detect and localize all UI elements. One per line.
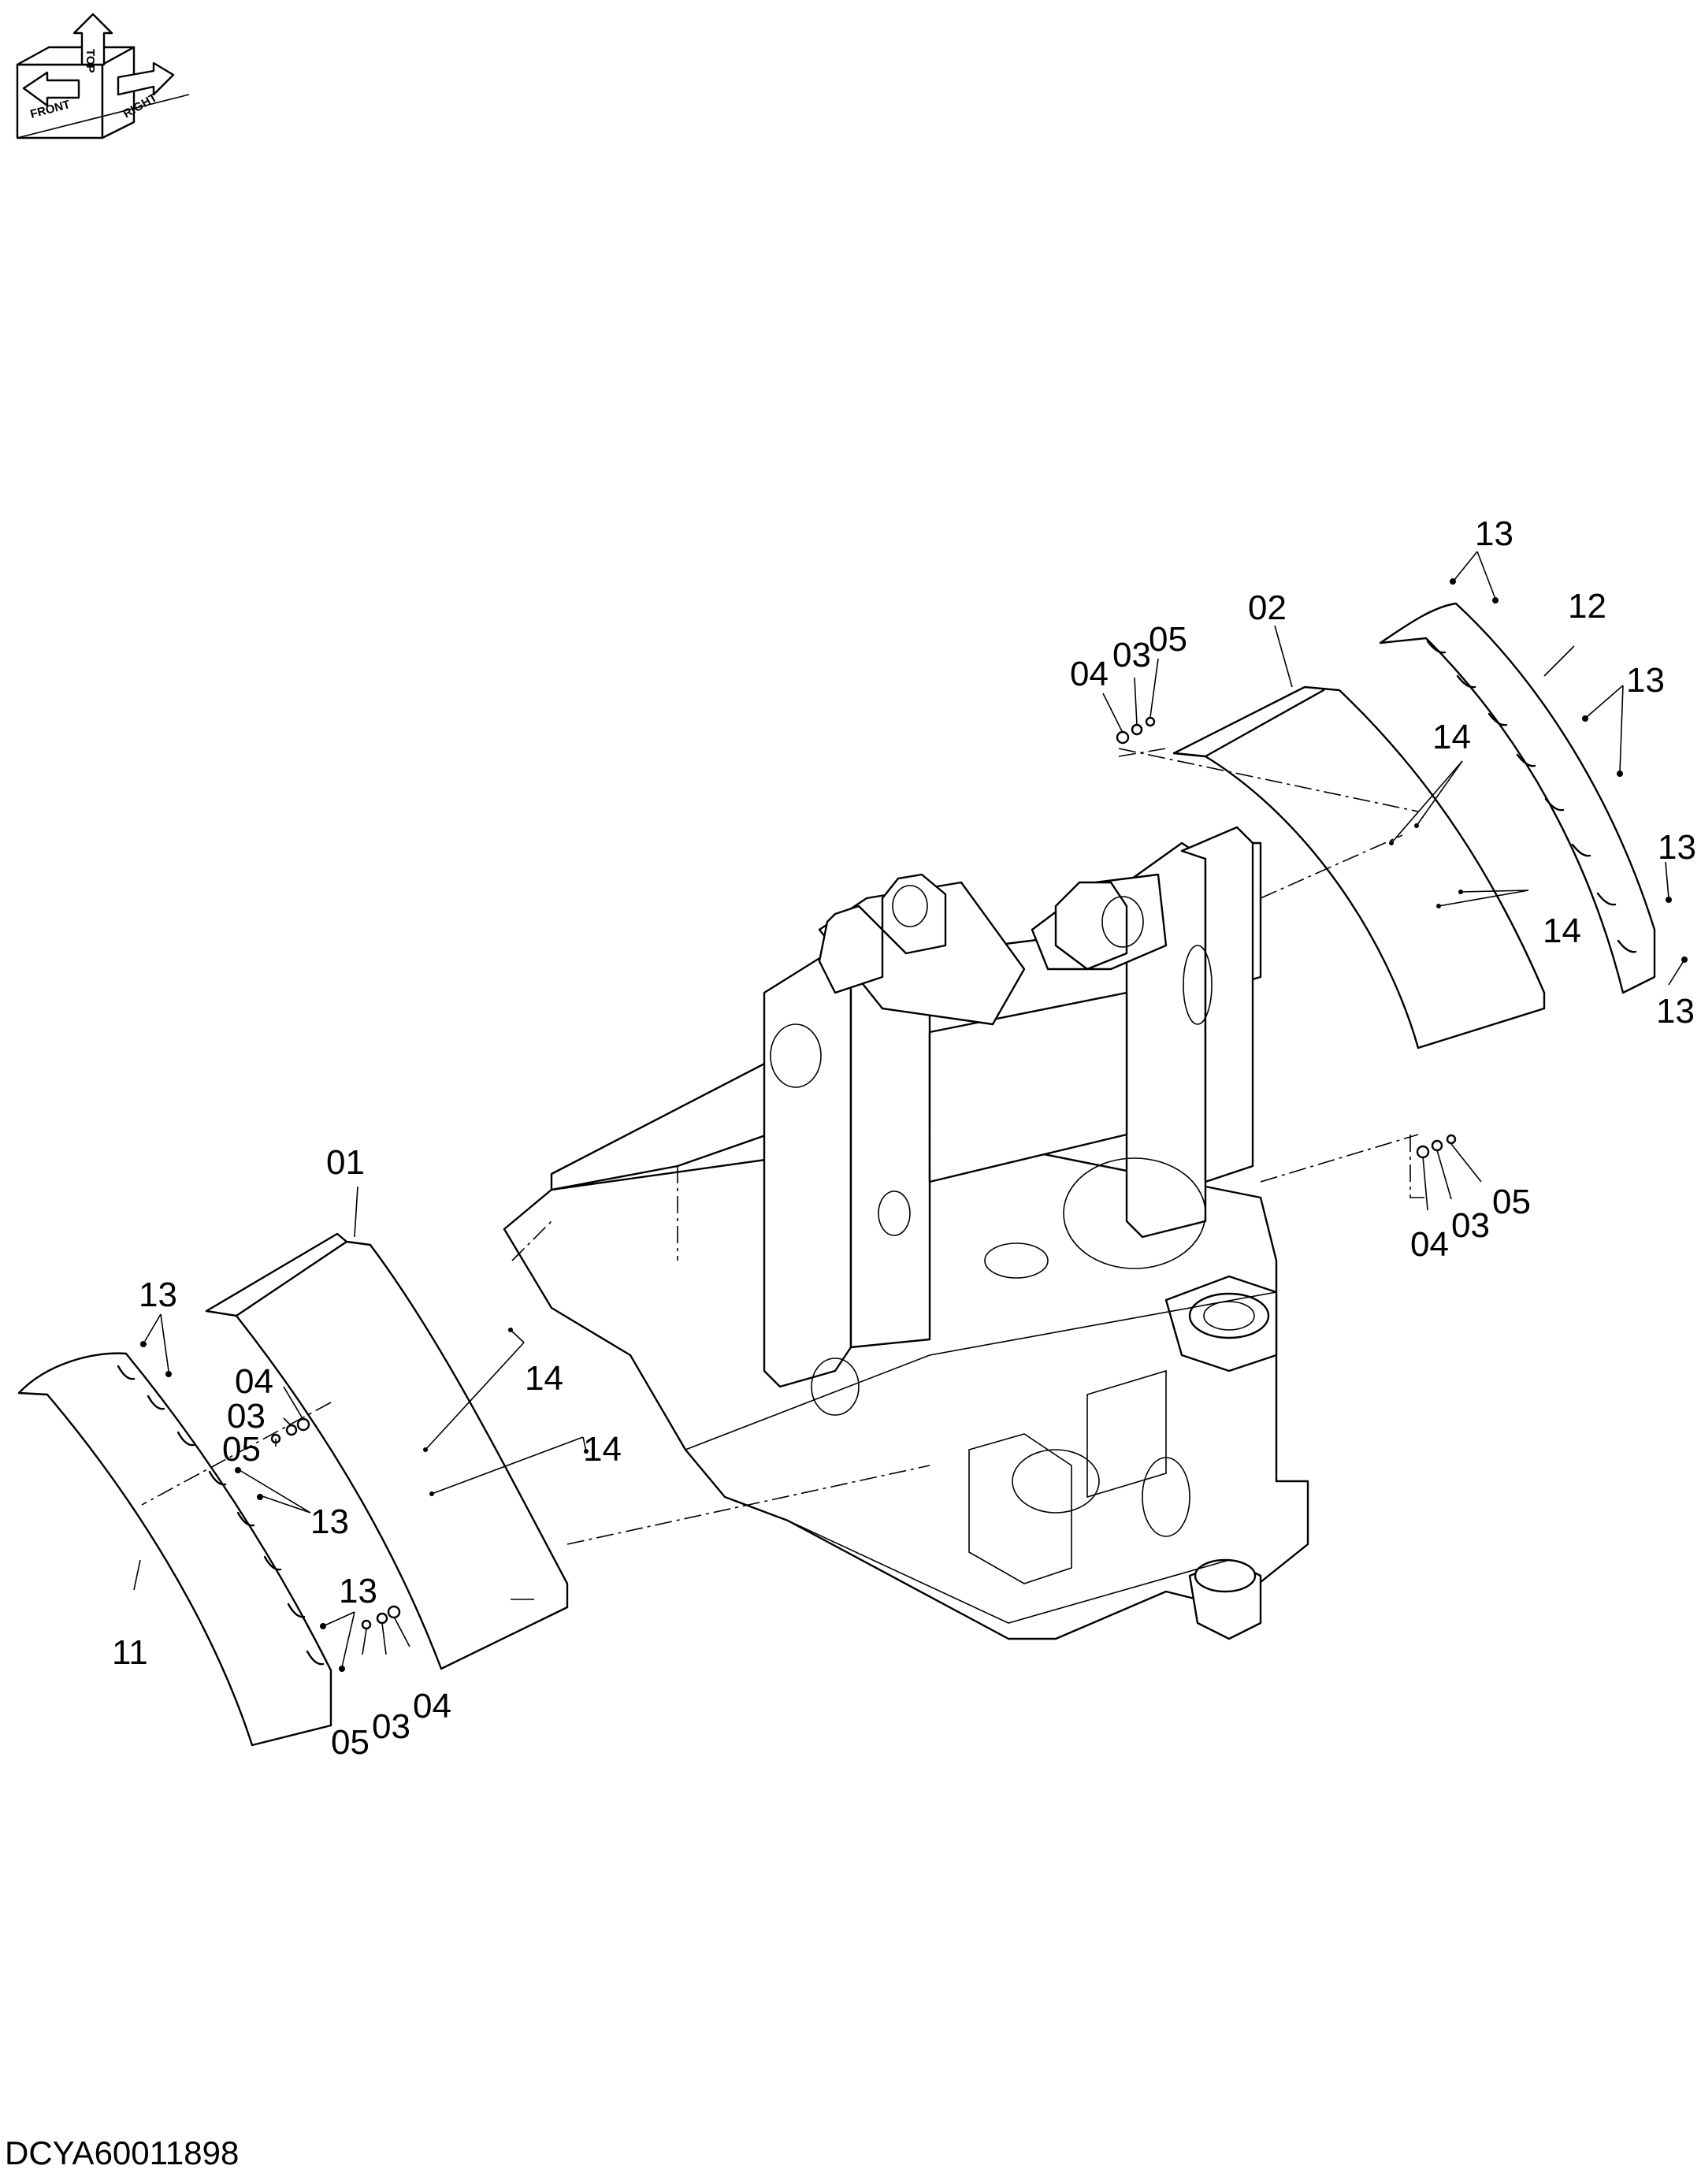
mudguard-11 bbox=[17, 1352, 332, 1747]
mudguard-11-slots bbox=[117, 1365, 325, 1666]
callout-13-f: 13 bbox=[1658, 828, 1696, 867]
front-frame bbox=[503, 826, 1309, 1640]
drawing-code: DCYA60011898 bbox=[5, 2134, 240, 2171]
leader-lines bbox=[133, 551, 1685, 1668]
mudguard-12-slots bbox=[1426, 640, 1637, 953]
callout-04-d: 04 bbox=[1410, 1225, 1449, 1264]
callout-13-a: 13 bbox=[139, 1276, 177, 1314]
callout-13-b: 13 bbox=[310, 1502, 349, 1541]
callout-11: 11 bbox=[112, 1633, 148, 1672]
callout-13-g: 13 bbox=[1656, 992, 1695, 1031]
callout-01: 01 bbox=[326, 1143, 365, 1182]
callout-03-a: 03 bbox=[227, 1397, 266, 1436]
callout-14-d: 14 bbox=[1543, 912, 1581, 950]
callout-14-a: 14 bbox=[525, 1359, 563, 1398]
callout-labels: 01 02 12 11 13 13 13 13 13 13 13 14 14 1… bbox=[112, 514, 1696, 1762]
callout-13-e: 13 bbox=[1626, 661, 1665, 700]
callout-05-c: 05 bbox=[1149, 620, 1187, 659]
callout-13-d: 13 bbox=[1475, 514, 1513, 553]
axis-label-top: TOP bbox=[84, 49, 97, 73]
callout-03-b: 03 bbox=[372, 1707, 410, 1746]
callout-04-c: 04 bbox=[1070, 655, 1109, 693]
3d-orientation-arrows-icon bbox=[16, 13, 190, 139]
callout-04-b: 04 bbox=[413, 1687, 451, 1725]
mudguard-12 bbox=[1379, 602, 1656, 994]
callout-13-c: 13 bbox=[339, 1572, 377, 1610]
callout-02: 02 bbox=[1248, 589, 1287, 627]
callout-12: 12 bbox=[1568, 587, 1606, 626]
callout-05-d: 05 bbox=[1492, 1183, 1531, 1221]
orientation-indicator: FRONT TOP RIGHT bbox=[16, 13, 190, 139]
hardware-items bbox=[140, 578, 1688, 1672]
callout-04-a: 04 bbox=[235, 1362, 273, 1401]
callout-03-d: 03 bbox=[1451, 1206, 1490, 1245]
fender-panel-01 bbox=[205, 1232, 569, 1670]
callout-14-b: 14 bbox=[583, 1430, 622, 1469]
fender-panel-02 bbox=[1172, 685, 1546, 1049]
callout-14-c: 14 bbox=[1432, 718, 1471, 756]
callout-05-a: 05 bbox=[222, 1430, 261, 1469]
callout-05-b: 05 bbox=[331, 1723, 370, 1762]
callout-03-c: 03 bbox=[1112, 636, 1151, 674]
